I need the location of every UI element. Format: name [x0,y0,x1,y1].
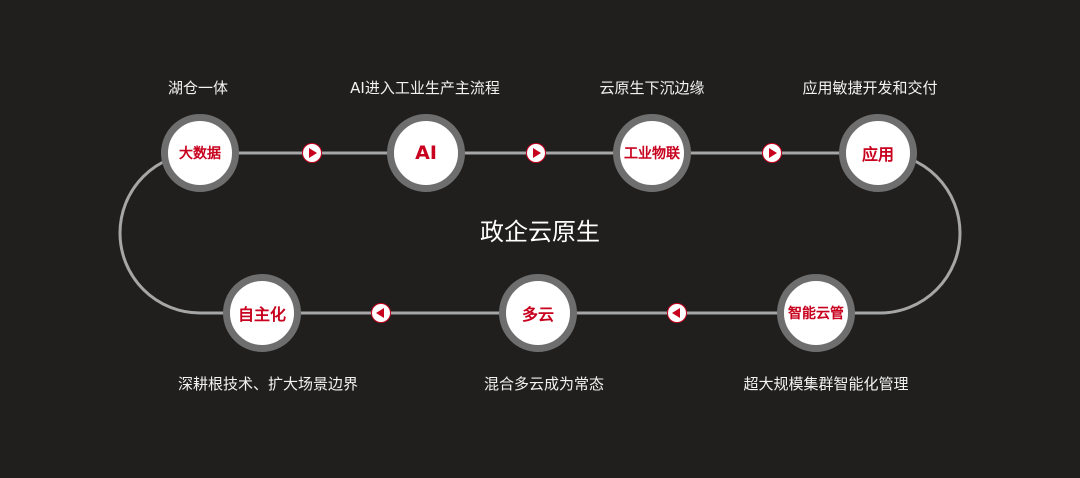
caption-autonomy: 深耕根技术、扩大场景边界 [177,375,359,393]
node-multicloud: 多云 [499,274,577,352]
caption-smart-cloud-mgmt: 超大规模集群智能化管理 [743,375,909,393]
play-right-icon [302,143,322,163]
play-right-icon [526,143,546,163]
caption-ai: AI进入工业生产主流程 [350,79,500,97]
node-autonomy: 自主化 [223,274,301,352]
caption-multicloud: 混合多云成为常态 [483,375,605,393]
node-label: 自主化 [237,305,286,324]
caption-bigdata: 湖仓一体 [167,79,229,97]
node-smart-cloud-mgmt: 智能云管 [777,274,855,352]
node-label: 多云 [521,305,554,324]
node-label: 工业物联 [624,146,680,162]
node-label: 大数据 [179,146,221,162]
node-label: 智能云管 [788,306,844,322]
play-left-icon [371,303,391,323]
node-label: 应用 [861,145,894,164]
node-bigdata: 大数据 [161,114,239,192]
center-title: 政企云原生 [480,218,600,246]
node-app: 应用 [839,114,917,192]
caption-app: 应用敏捷开发和交付 [802,79,938,97]
node-label: AI [415,142,437,164]
play-left-icon [667,303,687,323]
node-ai: AI [387,114,465,192]
node-iiot: 工业物联 [613,114,691,192]
play-right-icon [762,143,782,163]
caption-iiot: 云原生下沉边缘 [599,79,705,97]
